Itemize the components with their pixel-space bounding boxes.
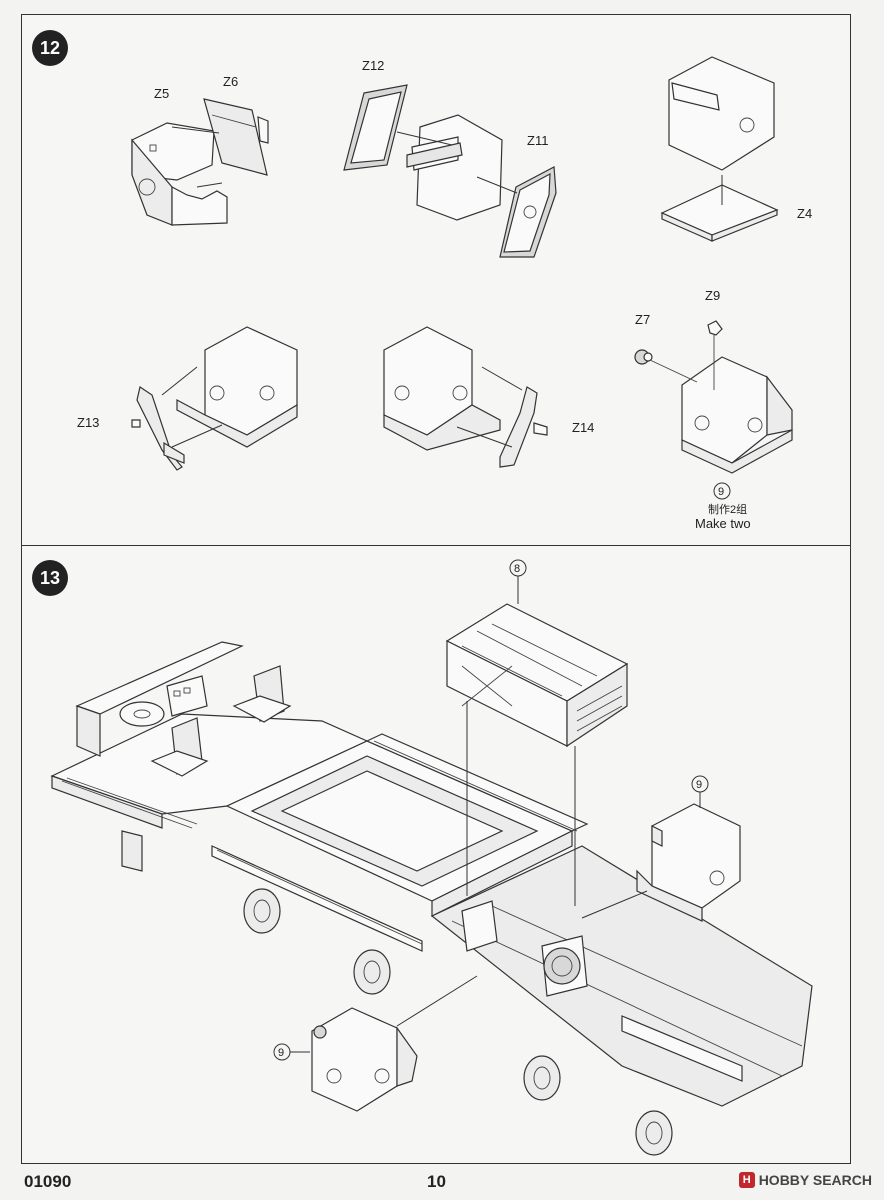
dash-panel — [166, 675, 208, 717]
note-english: Make two — [695, 516, 751, 531]
part-z4 — [660, 184, 779, 242]
part-z5 — [131, 122, 228, 226]
label-z14: Z14 — [572, 420, 594, 435]
wheel — [523, 1055, 561, 1101]
chassis-frame — [430, 845, 813, 1107]
part-z6 — [203, 98, 269, 176]
part-z9 — [707, 320, 723, 390]
side-rails — [211, 733, 589, 952]
brand-text: HOBBY SEARCH — [758, 1172, 872, 1188]
wheel — [635, 1110, 673, 1156]
callout-9-left: 9 — [278, 1047, 284, 1059]
step-12-panel: 12 Z5 Z6 — [21, 14, 851, 546]
label-z5: Z5 — [154, 86, 169, 101]
step-12-drawing: Z5 Z6 Z12 Z11 — [77, 56, 812, 531]
seat — [150, 717, 209, 777]
label-z4: Z4 — [797, 206, 812, 221]
arrow — [396, 975, 478, 1027]
label-z6: Z6 — [223, 74, 238, 89]
label-z7: Z7 — [635, 312, 650, 327]
step-13-drawing: 8 9 9 — [50, 559, 813, 1156]
seat — [232, 665, 292, 723]
box-assembly-9 — [681, 356, 793, 474]
page-number: 10 — [427, 1172, 446, 1191]
wheel — [353, 949, 391, 995]
watermark-brand: H HOBBY SEARCH — [738, 1172, 872, 1188]
arrow — [171, 126, 220, 134]
brand-logo-icon: H — [738, 1172, 755, 1188]
step-13-panel: 13 — [21, 546, 851, 1164]
box-assembly — [383, 326, 501, 451]
note-chinese: 制作2组 — [708, 502, 747, 516]
label-z12: Z12 — [362, 58, 384, 73]
arrow — [396, 131, 453, 146]
sub-assembly-8 — [445, 603, 629, 748]
box-assembly — [668, 56, 775, 171]
arrow — [456, 426, 513, 448]
arrow — [476, 176, 518, 194]
label-z11: Z11 — [527, 133, 548, 148]
arrow — [196, 182, 223, 188]
wheel — [243, 888, 281, 934]
callout-8: 8 — [514, 563, 520, 575]
step-number-badge: 13 — [32, 560, 68, 596]
part-z14 — [499, 386, 548, 468]
arrow — [161, 366, 198, 396]
box-assembly — [176, 326, 298, 448]
step-number-badge: 12 — [32, 30, 68, 66]
part-z13 — [131, 386, 185, 471]
label-z9: Z9 — [705, 288, 720, 303]
sub-assembly-circle — [713, 482, 731, 500]
sub-assembly-9-right — [636, 803, 741, 922]
arrow — [171, 424, 223, 448]
callout-9-right: 9 — [696, 779, 702, 791]
label-z13: Z13 — [77, 415, 99, 430]
part-z7 — [634, 349, 698, 383]
arrow — [481, 366, 523, 391]
cargo-bed — [225, 740, 574, 917]
steering-wheel — [119, 701, 165, 727]
part-z12 — [343, 84, 408, 171]
product-code: 01090 — [24, 1172, 72, 1191]
center-box — [406, 114, 503, 221]
sub-assembly-9-left — [311, 1007, 418, 1112]
part-z11 — [499, 166, 557, 258]
arrow — [581, 890, 648, 919]
sub-assembly-number: 9 — [718, 486, 724, 498]
